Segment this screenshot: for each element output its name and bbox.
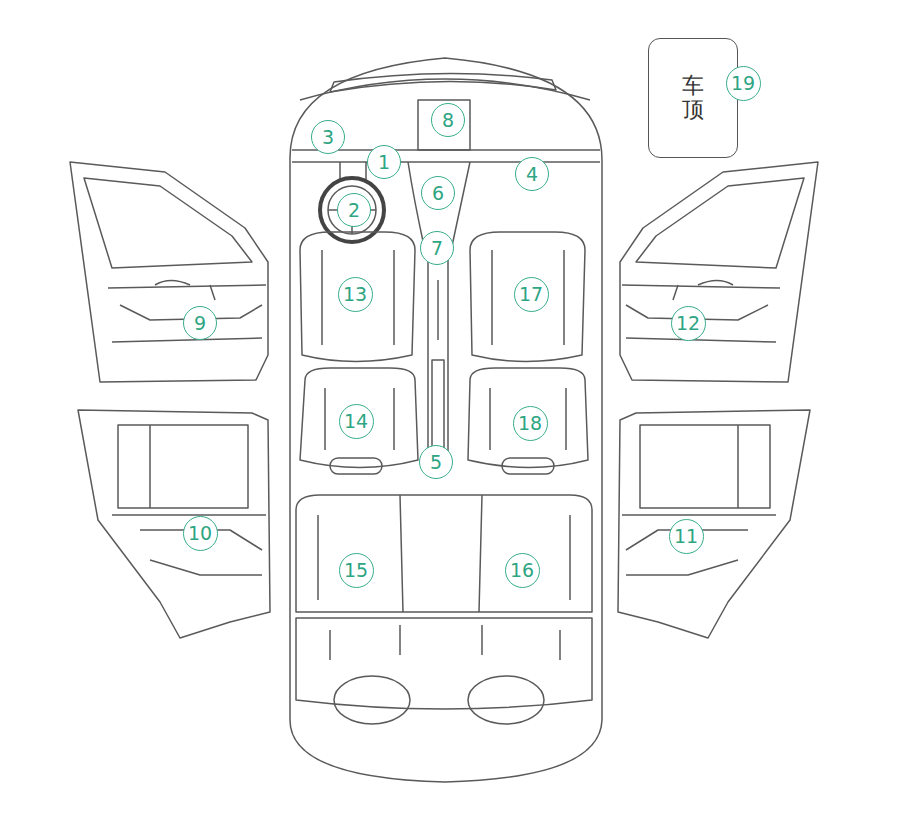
callout-number: 5 [430, 453, 442, 472]
rear-headrest [468, 676, 544, 724]
callout-number: 15 [344, 561, 368, 580]
console-line [437, 280, 439, 340]
callout-number: 11 [674, 527, 698, 546]
headrest [502, 458, 554, 474]
callout-number: 2 [337, 193, 371, 227]
seat-cushion-line [325, 388, 394, 450]
callout-number: 8 [442, 111, 454, 130]
callout-number: 9 [194, 314, 206, 333]
roof-box: 车顶 [648, 38, 738, 158]
gear-slot [432, 360, 444, 448]
callout-number: 8 [431, 103, 465, 137]
windshield-inner [330, 73, 556, 92]
headrest [330, 458, 382, 474]
seat-back-line [322, 250, 394, 345]
callout-number: 13 [338, 277, 373, 312]
callout-number: 12 [676, 314, 700, 333]
center-screen [418, 100, 470, 150]
callout-number: 13 [343, 285, 367, 304]
callout-number: 11 [669, 519, 704, 554]
dashboard [292, 161, 600, 163]
callout-number: 7 [420, 231, 454, 265]
callout-number: 6 [421, 176, 455, 210]
callout-number: 7 [431, 239, 443, 258]
callout-number: 18 [518, 414, 542, 433]
callout-number: 10 [183, 516, 218, 551]
callout-number: 15 [339, 553, 374, 588]
callout-number: 19 [726, 66, 761, 101]
callout-number: 14 [339, 404, 374, 439]
rear-door [78, 410, 270, 638]
car-body [290, 58, 602, 782]
rear-seat-cushion-lines [330, 625, 560, 660]
seat-cushion [468, 368, 588, 468]
steering-wheel-inner [328, 186, 376, 234]
rear-seat-back [296, 495, 592, 612]
callout-number: 4 [515, 157, 549, 191]
roof-label: 车顶 [682, 74, 704, 122]
callout-number: 1 [378, 153, 390, 172]
callout-number: 1 [367, 145, 401, 179]
callout-number: 12 [671, 306, 706, 341]
callout-number: 3 [322, 128, 334, 147]
callout-number: 17 [519, 285, 543, 304]
callout-number: 3 [311, 120, 345, 154]
seat-cushion [300, 368, 418, 468]
right-doors [618, 162, 818, 638]
callout-number: 16 [510, 561, 534, 580]
seat-cushion-line [490, 388, 566, 450]
callout-number: 18 [513, 406, 548, 441]
callout-number: 10 [188, 524, 212, 543]
callout-number: 2 [348, 201, 360, 220]
callout-number: 6 [432, 184, 444, 203]
callout-number: 19 [731, 74, 755, 93]
callout-number: 5 [419, 445, 453, 479]
callout-number: 14 [344, 412, 368, 431]
callout-number: 4 [526, 165, 538, 184]
callout-number: 17 [514, 277, 549, 312]
seat-back-line [492, 250, 564, 345]
seat-back [470, 232, 585, 362]
seat-back [300, 232, 415, 362]
rear-headrest [334, 676, 410, 724]
front-door [70, 162, 268, 382]
rear-seat-cushion [296, 618, 592, 709]
rear-seat-divisions [318, 495, 570, 612]
callout-number: 9 [183, 306, 217, 340]
callout-number: 16 [505, 553, 540, 588]
console [428, 250, 448, 455]
